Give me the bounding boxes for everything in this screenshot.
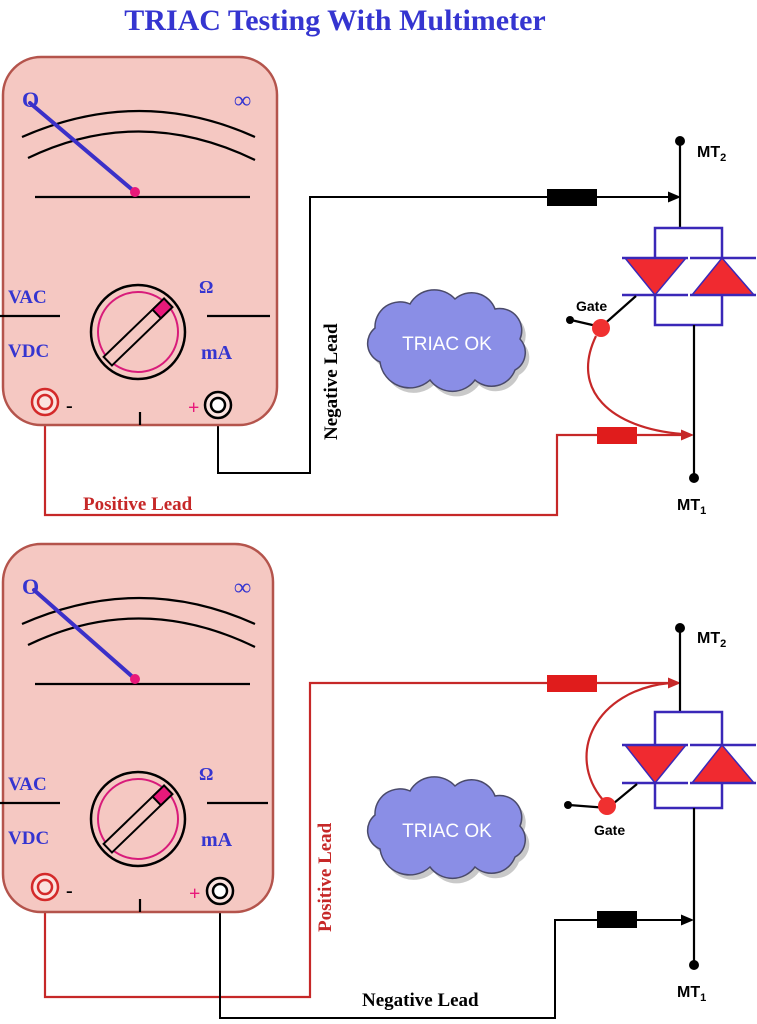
negative-terminal-sign: -: [66, 880, 73, 902]
positive-lead-label: Positive Lead: [83, 494, 193, 515]
mt2-label-main: MT: [697, 144, 720, 161]
status-text: TRIAC OK: [402, 821, 492, 842]
range-vdc-label: VDC: [8, 828, 49, 849]
positive-lead-probe: [597, 427, 637, 444]
mt1-label-subscript: 1: [700, 992, 706, 1004]
negative-lead-label: Negative Lead: [362, 990, 479, 1011]
scale-arc-inner: [27, 130, 256, 161]
meter-needle: [28, 101, 137, 194]
positive-terminal-sign: +: [189, 883, 200, 905]
multimeter: O ∞ VAC VDC Ω mA: [0, 55, 279, 427]
negative-terminal: [30, 387, 60, 417]
status-cloud: TRIAC OK: [366, 776, 530, 884]
dial-knob: [102, 297, 174, 367]
gate-label: Gate: [576, 298, 607, 314]
meter-needle: [32, 588, 137, 681]
range-vac-label: VAC: [8, 287, 47, 308]
mt1-label: MT1: [677, 497, 706, 517]
multimeter: O ∞ VAC VDC Ω mA: [0, 542, 275, 914]
range-vac-label: VAC: [8, 774, 47, 795]
scale-arc-outer: [21, 596, 256, 626]
mt1-label-subscript: 1: [700, 505, 706, 517]
negative-lead-arrowhead: [681, 914, 694, 926]
range-ma-label: mA: [201, 342, 233, 364]
mt2-label-subscript: 2: [720, 638, 726, 650]
range-selector-dial: [89, 283, 187, 381]
dial-inner-ring: [97, 291, 179, 373]
scale-arc-inner: [27, 617, 256, 648]
positive-lead-arrowhead: [668, 677, 681, 689]
range-selector-dial: [89, 770, 187, 868]
status-cloud-shape: [366, 289, 527, 393]
gate-terminal-dot: [564, 801, 572, 809]
range-ma-label: mA: [201, 829, 233, 851]
range-vdc-label: VDC: [8, 341, 49, 362]
negative-lead-probe: [547, 189, 597, 206]
mt2-label-main: MT: [697, 630, 720, 647]
triac-symbol: MT2 MT1 Gate: [566, 136, 756, 517]
needle-pivot: [130, 187, 140, 197]
scale-infinity-label: ∞: [234, 88, 251, 114]
mt2-label: MT2: [697, 144, 726, 164]
positive-lead-arrowhead: [681, 429, 694, 441]
dial-knob-pointer: [151, 297, 174, 320]
page-title: TRIAC Testing With Multimeter: [124, 4, 545, 37]
panel-top: Negative Lead Positive Lead O ∞ VAC VDC …: [0, 55, 756, 517]
mt2-label-subscript: 2: [720, 152, 726, 164]
positive-lead-wire: [43, 681, 669, 999]
mt1-label-main: MT: [677, 984, 700, 1001]
gate-jumper-clip: [592, 319, 610, 337]
needle-pivot: [130, 674, 140, 684]
mt2-label: MT2: [697, 630, 726, 650]
scale-arc-outer: [21, 109, 256, 139]
mt1-terminal-dot: [689, 473, 699, 483]
status-text: TRIAC OK: [402, 334, 492, 355]
panel-bottom: Positive Lead Negative Lead O ∞ VAC VDC …: [0, 542, 756, 1019]
range-ohm-label: Ω: [199, 764, 213, 784]
dial-knob: [102, 784, 174, 854]
triac-symbol: MT2 MT1 Gate: [564, 623, 756, 1004]
negative-lead-label: Negative Lead: [321, 323, 342, 440]
mt1-label-main: MT: [677, 497, 700, 514]
positive-terminal-sign: +: [188, 397, 199, 419]
dial-knob-pointer: [151, 784, 174, 807]
status-cloud: TRIAC OK: [366, 289, 530, 397]
scale-zero-label: O: [22, 574, 39, 599]
negative-terminal: [30, 872, 60, 902]
gate-terminal-dot: [566, 316, 574, 324]
mt1-terminal-dot: [689, 960, 699, 970]
negative-lead-wire: [217, 196, 670, 474]
meter-body: [1, 542, 275, 914]
gate-label: Gate: [594, 822, 625, 838]
positive-lead-label: Positive Lead: [315, 822, 336, 932]
dial-inner-ring: [97, 778, 179, 860]
gate-jumper-wire: [585, 681, 671, 801]
negative-lead-probe: [597, 911, 637, 928]
negative-lead-arrowhead: [668, 191, 681, 203]
range-ohm-label: Ω: [199, 277, 213, 297]
gate-jumper-clip: [598, 797, 616, 815]
positive-terminal: [203, 390, 233, 420]
mt1-label: MT1: [677, 984, 706, 1004]
negative-terminal-sign: -: [66, 395, 73, 417]
scale-infinity-label: ∞: [234, 575, 251, 601]
gate-jumper-wire: [586, 335, 683, 436]
positive-lead-probe: [547, 675, 597, 692]
status-cloud-shape: [366, 776, 527, 880]
positive-terminal: [205, 876, 235, 906]
